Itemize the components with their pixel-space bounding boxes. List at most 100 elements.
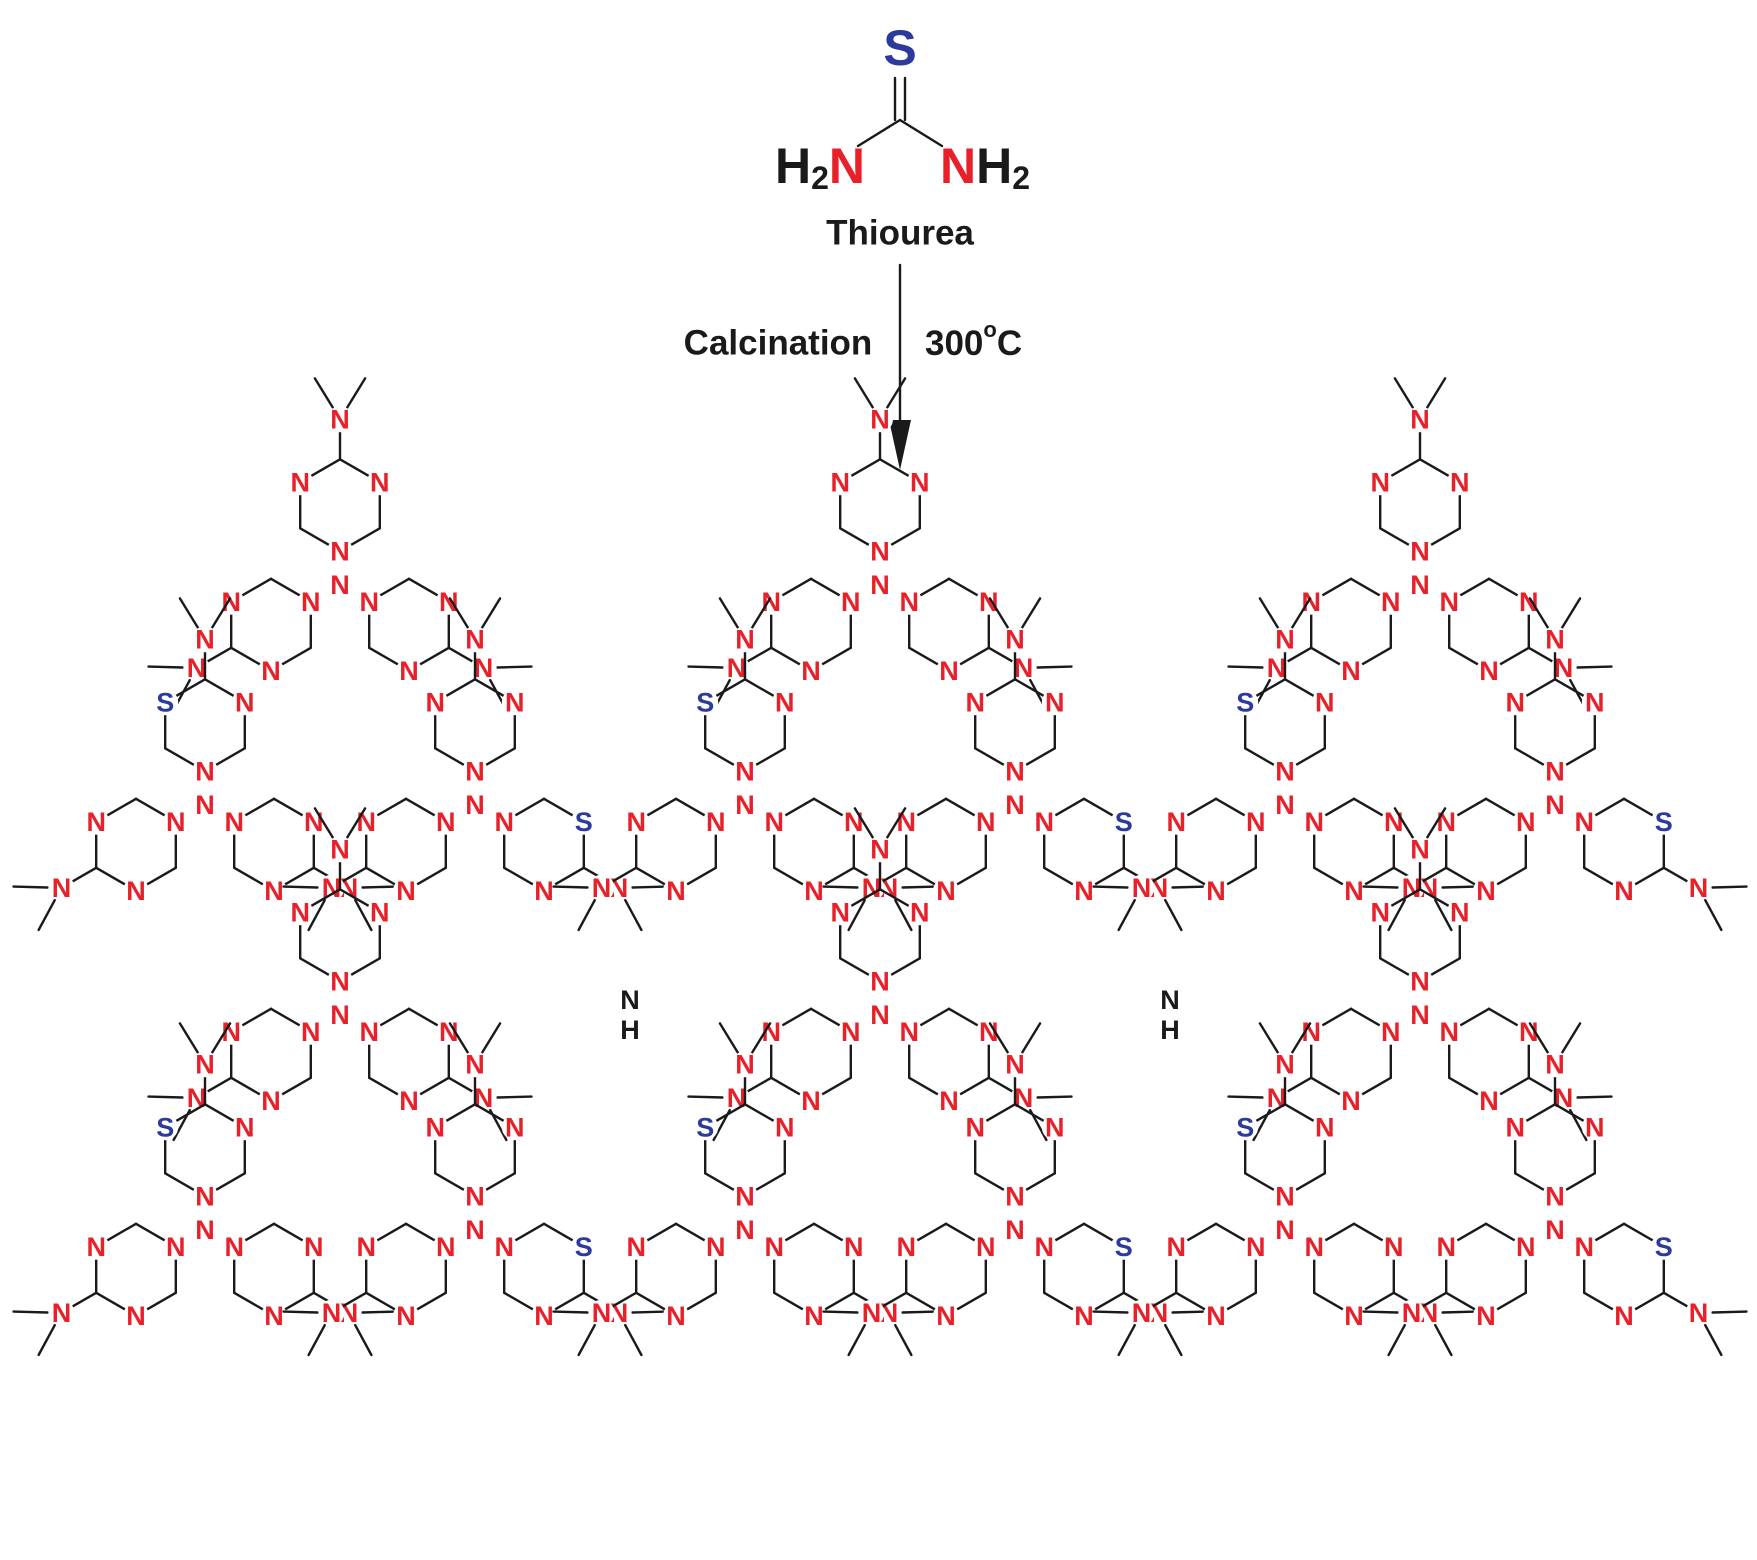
bridge-h-0: H <box>620 1015 640 1045</box>
unit-0-5-amine-0-methyl-1 <box>448 1022 469 1054</box>
unit-1-0-amine-1-methyl-2 <box>687 665 724 669</box>
unit-2-0-n-2-1: N <box>1439 587 1459 617</box>
unit-1-4-amine-0: N <box>735 1049 755 1079</box>
unit-0-2-central-n-halo <box>462 792 488 818</box>
unit-1-5-n-2-3-halo <box>1071 1302 1097 1329</box>
unit-1-2-amine-1-halo <box>858 874 885 901</box>
unit-1-1-n-2-3-halo <box>801 877 827 904</box>
unit-2-0-n-0-3-halo <box>1407 538 1433 565</box>
unit-0-0-n-1-3-halo <box>258 657 284 684</box>
unit-0-0-n-0-3-halo <box>327 538 353 565</box>
unit-0-1-n-1-1-halo <box>83 808 110 835</box>
unit-2-3-n-1-1: N <box>1301 1017 1321 1047</box>
unit-2-4-amine-1-methyl-1 <box>1117 1323 1137 1357</box>
unit-0-4-central-n-halo <box>192 1217 218 1243</box>
unit-2-0-n-2-3: N <box>1479 656 1499 686</box>
unit-1-2-amine-2-methyl-1 <box>1171 885 1208 889</box>
unit-1-5-n-1-5: N <box>976 1232 996 1262</box>
unit-0-3-n-1-3: N <box>261 1086 281 1116</box>
unit-0-0-amine-0-methyl-2 <box>346 377 367 409</box>
unit-2-5-n-0-1-halo <box>1502 1114 1529 1141</box>
unit-2-5-amine-1-methyl-1 <box>1387 1323 1407 1357</box>
unit-0-3-n-1-1-halo <box>218 1018 245 1045</box>
unit-0-2-n-1-1: N <box>356 807 376 837</box>
unit-1-0-n-0-3-halo <box>867 538 893 565</box>
unit-0-5-n-1-5: N <box>436 1232 456 1262</box>
unit-2-0-n-0-3: N <box>1410 536 1430 566</box>
unit-1-2-n-1-1: N <box>896 807 916 837</box>
unit-1-3-amine-2-methyl-1 <box>1036 1095 1073 1099</box>
unit-2-1-amine-0-halo <box>1272 626 1298 653</box>
thiourea-label: Thiourea <box>826 214 974 253</box>
unit-1-0-amine-1-halo <box>723 654 750 681</box>
unit-0-5-amine-1: N <box>322 1298 342 1328</box>
unit-2-5-n-2-1-halo <box>1571 1233 1598 1260</box>
unit-0-3-n-2-1-halo <box>356 1018 383 1045</box>
unit-0-4-n-1-5: N <box>166 1232 186 1262</box>
unit-0-3-n-0-5: N <box>370 897 390 927</box>
unit-1-2-amine-1-methyl-1 <box>847 898 866 932</box>
arrow-head <box>889 420 911 470</box>
unit-2-2-n-0-5: N <box>1585 687 1605 717</box>
unit-2-2-amine-2-methyl-2 <box>1703 898 1723 932</box>
unit-2-4-amine-0-methyl-1 <box>1258 1022 1279 1054</box>
unit-0-3-n-1-3-halo <box>258 1087 284 1114</box>
unit-1-3-n-2-1: N <box>899 1017 919 1047</box>
unit-1-2-central-n-halo <box>1002 792 1028 818</box>
unit-2-5-n-1-1: N <box>1436 1232 1456 1262</box>
bridge-h-0-halo <box>617 1017 643 1043</box>
bridge-n-0: N <box>620 985 640 1015</box>
unit-1-2-n-2-1-halo <box>1031 808 1058 835</box>
unit-1-3-central-n-halo <box>867 1002 893 1028</box>
unit-2-1-n-2-3-halo <box>1341 877 1367 904</box>
unit-2-5-amine-1-methyl-2 <box>1362 1310 1399 1314</box>
unit-1-4-n-0-5: N <box>775 1112 795 1142</box>
unit-1-2-n-2-3: N <box>1074 876 1094 906</box>
unit-1-2-s-2-5-halo <box>1110 808 1137 835</box>
unit-1-1-amine-0: N <box>735 624 755 654</box>
unit-2-0-n-0-5-halo <box>1446 469 1473 496</box>
unit-1-4-s-0-1-halo <box>692 1114 719 1141</box>
unit-0-0-n-1-3: N <box>261 656 281 686</box>
unit-1-3-n-0-1-halo <box>827 899 854 926</box>
unit-2-5-n-0-5: N <box>1585 1112 1605 1142</box>
unit-2-1-s-0-1: S <box>1236 687 1254 717</box>
unit-2-4-n-2-5-halo <box>1380 1233 1407 1260</box>
bridge-n-1-halo <box>1157 987 1183 1013</box>
unit-1-1-amine-1-methyl-2 <box>552 885 589 889</box>
unit-0-2-n-1-5-halo <box>432 808 459 835</box>
right-amine-subscript: 2 <box>1012 160 1030 196</box>
unit-2-1-n-1-5: N <box>1246 807 1266 837</box>
unit-1-3-n-0-3: N <box>870 966 890 996</box>
unit-1-0-n-1-5-halo <box>837 588 864 615</box>
unit-1-2-n-2-3-halo <box>1071 877 1097 904</box>
unit-0-5-central-n-halo <box>462 1217 488 1243</box>
unit-2-3-amine-0: N <box>1410 834 1430 864</box>
unit-0-2-amine-0-methyl-1 <box>448 597 469 629</box>
unit-1-5-amine-2-methyl-1 <box>1171 1310 1208 1314</box>
unit-2-0-n-0-1: N <box>1370 467 1390 497</box>
unit-1-4-n-0-3: N <box>735 1181 755 1211</box>
unit-2-1-n-1-5-halo <box>1242 808 1269 835</box>
unit-1-0-amine-2-methyl-1 <box>1036 665 1073 669</box>
unit-2-3-amine-0-methyl-2 <box>1426 807 1447 839</box>
unit-0-5-amine-0: N <box>465 1049 485 1079</box>
unit-2-0-central-n: N <box>1410 570 1430 600</box>
unit-0-3-n-0-1: N <box>290 897 310 927</box>
unit-0-3-n-1-5: N <box>301 1017 321 1047</box>
unit-2-1-n-2-1-halo <box>1301 808 1328 835</box>
unit-1-3-n-1-1-halo <box>758 1018 785 1045</box>
unit-2-5-amine-0: N <box>1545 1049 1565 1079</box>
bridge-h-1: H <box>1160 1015 1180 1045</box>
unit-2-0-amine-0-methyl-1 <box>1393 377 1414 409</box>
unit-2-1-n-0-5: N <box>1315 687 1335 717</box>
unit-1-3-n-2-3-halo <box>936 1087 962 1114</box>
unit-2-2-n-2-1-halo <box>1571 808 1598 835</box>
unit-1-5-n-1-1-halo <box>893 1233 920 1260</box>
unit-2-3-n-2-1-halo <box>1436 1018 1463 1045</box>
unit-1-4-amine-0-methyl-2 <box>751 1022 772 1054</box>
unit-1-5-amine-1-halo <box>858 1299 885 1326</box>
unit-0-4-n-2-1: N <box>224 1232 244 1262</box>
